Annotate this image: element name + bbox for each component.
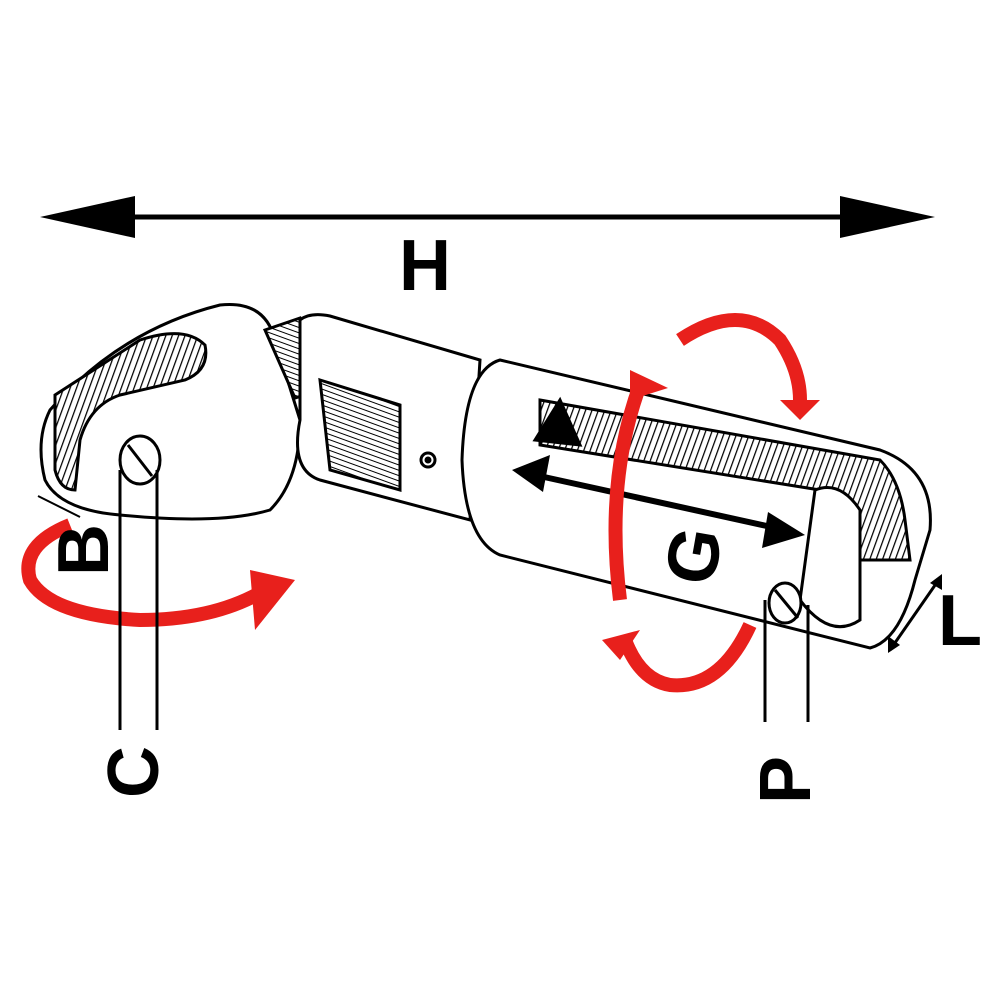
rotation-arrow-top [676,313,807,401]
arrowhead-vertical [630,370,668,400]
dimension-arrow-h [40,196,935,238]
label-l: L [938,581,982,661]
dimension-arrow-g [512,455,805,548]
label-b: B [44,524,124,576]
label-p: P [746,756,826,804]
rotation-arrows [21,313,807,693]
dimension-arrow-l [888,574,942,653]
rotation-arrow-left [21,518,269,628]
dimension-line-b [37,495,81,518]
label-g: G [650,521,739,590]
arrowhead-bottom [602,630,640,660]
right-sleeve [460,358,932,650]
label-h: H [399,226,451,306]
rotation-arrow-bottom [618,621,757,693]
label-c: C [94,746,174,798]
arrowhead-left [250,570,295,630]
arrowhead-top [780,400,820,420]
rotation-arrow-vertical [608,382,647,601]
center-block [296,313,482,522]
left-yoke [39,302,322,521]
